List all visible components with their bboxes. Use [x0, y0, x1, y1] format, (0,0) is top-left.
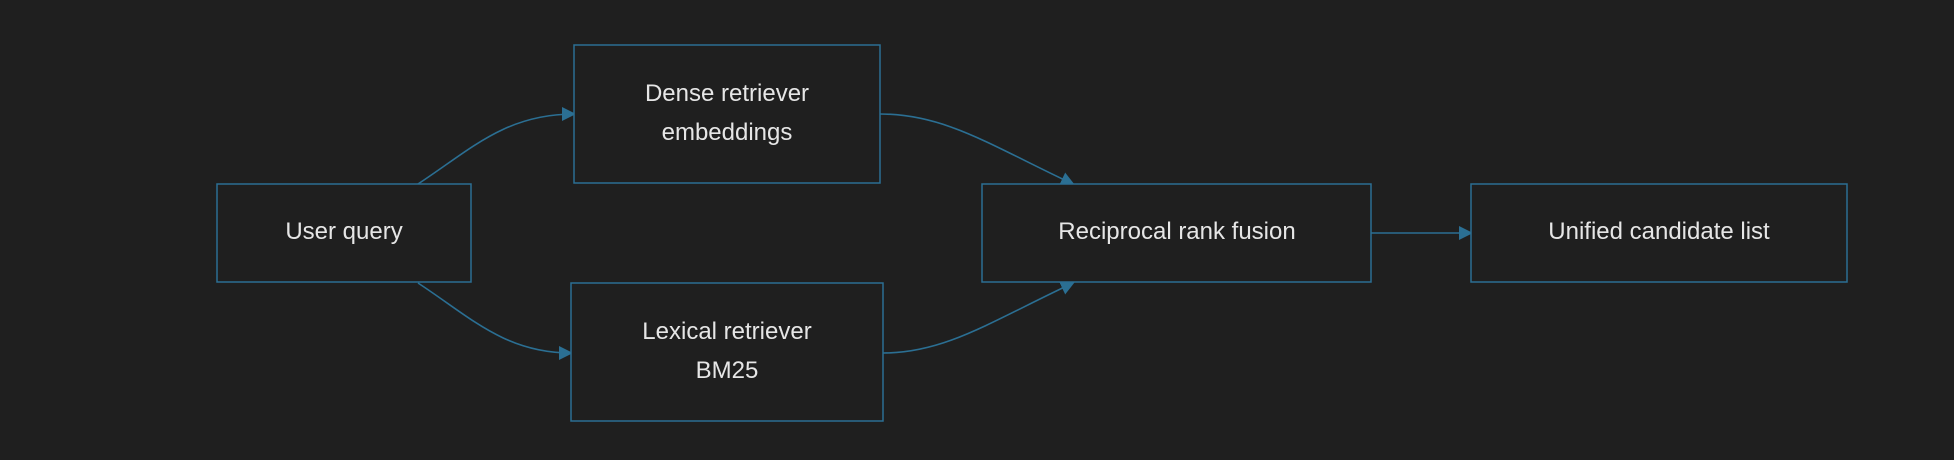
node-rank-fusion-label: Reciprocal rank fusion [1058, 218, 1295, 245]
svg-text:Dense retriever: Dense retriever [645, 80, 809, 107]
edge-lexical-to-fusion [882, 281, 1075, 354]
node-candidate-list-label: Unified candidate list [1548, 218, 1770, 245]
svg-text:embeddings: embeddings [662, 119, 793, 146]
edge-query-to-lexical [417, 282, 573, 360]
edge-dense-to-fusion [879, 113, 1075, 186]
node-dense-retriever: Dense retriever embeddings [573, 44, 881, 184]
node-lexical-retriever-title: Lexical retriever [642, 318, 811, 345]
svg-text:Unified candidate list: Unified candidate list [1548, 218, 1770, 245]
node-rank-fusion: Reciprocal rank fusion [981, 183, 1372, 283]
node-dense-retriever-title: Dense retriever [645, 80, 809, 107]
svg-text:Lexical retriever: Lexical retriever [642, 318, 811, 345]
svg-text:Reciprocal rank fusion: Reciprocal rank fusion [1058, 218, 1295, 245]
node-lexical-retriever: Lexical retriever BM25 [570, 282, 884, 422]
node-user-query-label: User query [285, 218, 402, 245]
svg-text:BM25: BM25 [696, 357, 759, 384]
svg-text:User query: User query [285, 218, 402, 245]
edge-query-to-dense [417, 107, 576, 185]
node-candidate-list: Unified candidate list [1470, 183, 1848, 283]
node-lexical-retriever-subtitle: BM25 [696, 357, 759, 384]
node-user-query: User query [216, 183, 472, 283]
node-dense-retriever-subtitle: embeddings [662, 119, 793, 146]
